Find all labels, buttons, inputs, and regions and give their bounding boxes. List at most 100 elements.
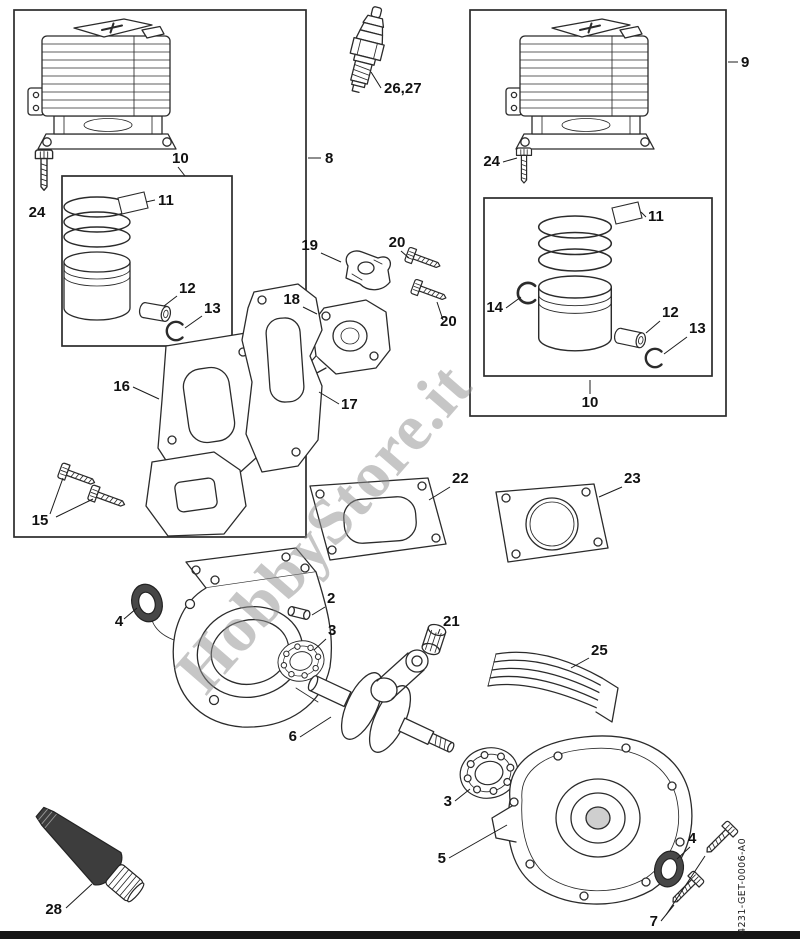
document-code: 4231-GET-0006-A0 <box>737 837 748 934</box>
ring-flag-right <box>611 201 643 225</box>
crankcase-cover <box>491 735 693 905</box>
leader-10-left <box>177 166 186 177</box>
callout-12-right: 12 <box>662 304 679 321</box>
callout-26-27: 26,27 <box>384 80 422 97</box>
leaf-set-25 <box>487 651 619 723</box>
circlip-14 <box>516 281 537 305</box>
spacer-18 <box>306 299 391 376</box>
circlip-left <box>165 320 184 342</box>
callout-15: 15 <box>32 512 49 529</box>
leader-15-a <box>49 477 64 515</box>
leader-4-right <box>676 846 691 860</box>
leader-26-27 <box>370 71 382 89</box>
callout-2: 2 <box>327 590 335 607</box>
callout-13-left: 13 <box>204 300 221 317</box>
wrist-pin-right <box>612 326 648 350</box>
callout-21: 21 <box>443 613 460 630</box>
leader-20-upper <box>400 250 410 259</box>
callout-14: 14 <box>486 299 503 316</box>
leader-23 <box>598 486 623 498</box>
callout-8: 8 <box>325 150 333 167</box>
wrist-pin-left <box>137 301 173 323</box>
callout-9: 9 <box>741 54 749 71</box>
screw-15-a <box>56 461 98 491</box>
callout-17: 17 <box>341 396 358 413</box>
leader-21 <box>437 628 441 635</box>
leader-18 <box>302 306 318 315</box>
leader-3-lower <box>454 788 471 802</box>
ring-flag-left <box>117 191 149 215</box>
piston-rings-right <box>537 215 613 272</box>
oil-seal-left <box>126 580 168 626</box>
leader-28 <box>65 883 93 909</box>
sealant-tube <box>35 806 145 903</box>
leader-22 <box>428 486 451 501</box>
callout-18: 18 <box>283 291 300 308</box>
crankcase-half <box>150 547 333 728</box>
leader-11-right <box>640 211 647 218</box>
leader-20-lower <box>436 301 444 321</box>
callout-28: 28 <box>45 901 62 918</box>
callouts: 24 10 11 12 13 16 15 8 26,27 19 20 20 18… <box>29 54 750 930</box>
clamp-19 <box>345 250 392 291</box>
leader-14 <box>505 296 522 309</box>
leader-5 <box>448 824 508 859</box>
leader-11-left <box>145 199 156 203</box>
cylinder-left <box>27 18 177 150</box>
bottom-edge-bar <box>0 931 800 939</box>
leader-2 <box>311 606 326 616</box>
callout-19: 19 <box>301 237 318 254</box>
callout-24-right: 24 <box>483 153 500 170</box>
leader-12-left <box>163 295 178 307</box>
left-piston-kit-box <box>61 175 233 347</box>
callout-23: 23 <box>624 470 641 487</box>
callout-20-upper: 20 <box>389 234 406 251</box>
leader-4-left <box>123 607 138 620</box>
callout-11-right: 11 <box>648 208 664 225</box>
screw-20-a <box>403 246 444 274</box>
callout-5: 5 <box>438 850 446 867</box>
leader-6 <box>299 716 332 738</box>
callout-22: 22 <box>452 470 469 487</box>
callout-20-lower: 20 <box>440 313 457 330</box>
callout-10-right: 10 <box>582 394 599 411</box>
leader-3-upper <box>313 638 327 651</box>
leader-12-right <box>645 320 661 334</box>
gasket-22 <box>309 477 447 561</box>
callout-7: 7 <box>650 913 658 930</box>
callout-3-lower: 3 <box>444 793 452 810</box>
screw-20-b <box>409 278 450 306</box>
leader-16 <box>132 386 160 400</box>
callout-4-right: 4 <box>688 830 697 847</box>
heat-shield-plates <box>145 331 265 537</box>
screw-24-left <box>34 149 54 191</box>
circlip-right <box>644 347 663 369</box>
right-assembly-box <box>469 9 727 417</box>
callout-3-upper: 3 <box>328 622 336 639</box>
leader-15-b <box>55 498 94 518</box>
piston-left <box>63 251 131 321</box>
spark-plug <box>349 6 385 94</box>
leader-17 <box>318 391 340 405</box>
callout-6: 6 <box>289 728 297 745</box>
gasket-23 <box>495 483 609 563</box>
callout-25: 25 <box>591 642 608 659</box>
callout-11-left: 11 <box>158 192 174 209</box>
leader-25 <box>570 657 590 669</box>
left-assembly-box <box>13 9 307 538</box>
callout-16: 16 <box>113 378 130 395</box>
callout-4-left: 4 <box>115 613 124 630</box>
callout-13-right: 13 <box>689 320 706 337</box>
leader-19 <box>320 252 342 263</box>
callout-24-left: 24 <box>29 204 46 221</box>
screw-7-a <box>700 819 740 859</box>
right-piston-kit-box <box>483 197 713 377</box>
callout-10-left: 10 <box>172 150 189 167</box>
leader-24-right <box>502 157 518 163</box>
callout-12-left: 12 <box>179 280 196 297</box>
gasket-17 <box>241 283 323 473</box>
leader-lines <box>49 61 738 922</box>
leader-7-b <box>665 855 706 916</box>
dowel-pin-2 <box>287 605 311 621</box>
